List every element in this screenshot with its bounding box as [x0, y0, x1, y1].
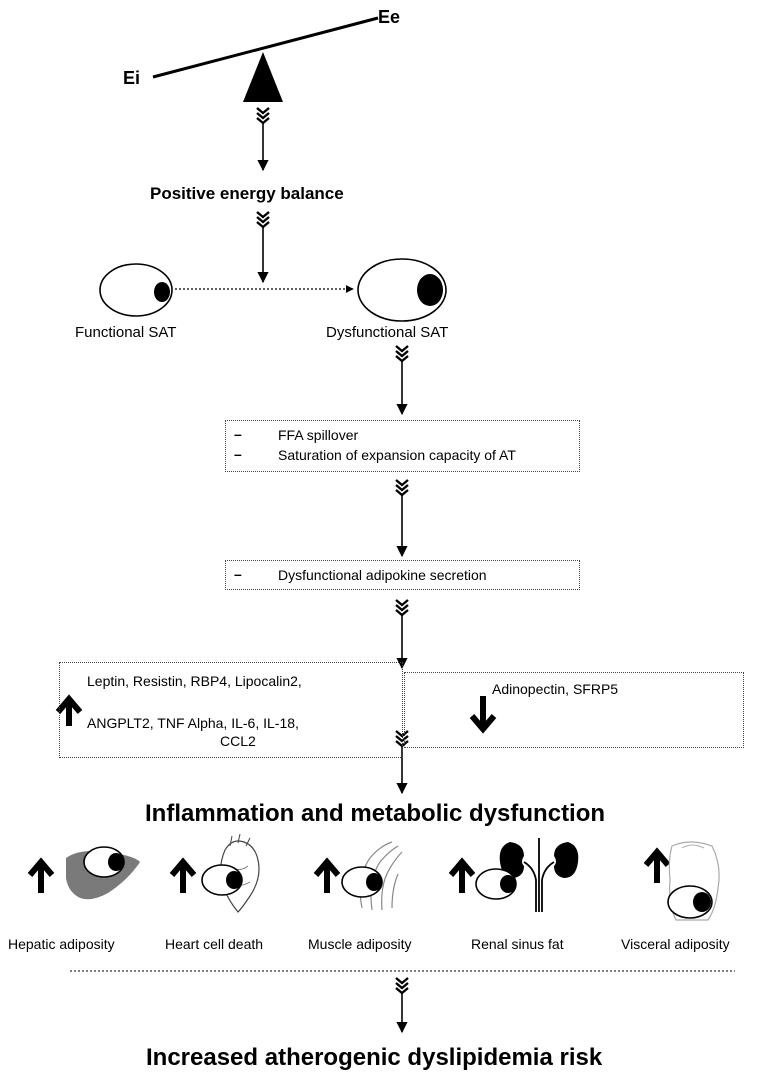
organ-label-hepatic: Hepatic adiposity — [8, 936, 115, 952]
inflammation-heading: Inflammation and metabolic dysfunction — [145, 800, 606, 827]
bullet-dash: – — [234, 566, 242, 582]
muscle-icon — [313, 841, 403, 911]
arrow-to-positive-balance — [255, 106, 271, 172]
box1-item: Saturation of expansion capacity of AT — [278, 447, 516, 463]
box1-item: FFA spillover — [278, 427, 359, 443]
energy-balance-scale — [152, 16, 379, 102]
organ-label-visceral: Visceral adiposity — [621, 936, 730, 952]
bullet-dash: – — [234, 426, 242, 442]
arrow-to-final-outcome — [394, 976, 410, 1034]
liver-icon — [27, 846, 140, 900]
energy-intake-label: Ei — [123, 68, 141, 88]
organ-label-renal: Renal sinus fat — [471, 936, 564, 952]
arrow-to-box2 — [394, 478, 410, 558]
arrow-to-sat-transition — [255, 210, 271, 284]
dysfunctional-sat-label: Dysfunctional SAT — [326, 324, 449, 341]
decreased-adipokines-box: Adinopectin, SFRP5 — [404, 672, 744, 748]
box2-item: Dysfunctional adipokine secretion — [278, 567, 487, 583]
increased-adipokines-line: Leptin, Resistin, RBP4, Lipocalin2, — [87, 673, 302, 689]
decreased-adipokines-line: Adinopectin, SFRP5 — [492, 681, 619, 697]
kidney-icon — [448, 838, 579, 912]
dysfunctional-sat-cell-icon — [357, 258, 447, 322]
decrease-arrow-icon — [469, 696, 497, 734]
increased-adipokines-line: CCL2 — [220, 733, 256, 749]
increase-arrow-icon — [55, 694, 83, 726]
torso-icon — [643, 841, 720, 921]
arrow-to-box1 — [394, 344, 410, 416]
bullet-dash: – — [234, 446, 242, 462]
positive-energy-balance-label: Positive energy balance — [150, 184, 344, 203]
adipokine-secretion-box: – Dysfunctional adipokine secretion — [225, 560, 580, 590]
organ-label-muscle: Muscle adiposity — [308, 936, 412, 952]
arrow-to-adipokines — [394, 598, 410, 670]
increased-adipokines-box: Leptin, Resistin, RBP4, Lipocalin2, ANGP… — [59, 662, 403, 758]
functional-sat-label: Functional SAT — [75, 324, 177, 341]
increased-adipokines-line: ANGPLT2, TNF Alpha, IL-6, IL-18, — [87, 715, 299, 731]
functional-sat-cell-icon — [99, 263, 173, 317]
heart-icon — [169, 833, 260, 913]
energy-expenditure-label: Ee — [378, 7, 401, 27]
organ-label-heart: Heart cell death — [165, 936, 264, 952]
final-outcome-heading: Increased atherogenic dyslipidemia risk — [146, 1044, 603, 1071]
ffa-spillover-box: – FFA spillover – Saturation of expansio… — [225, 420, 580, 472]
